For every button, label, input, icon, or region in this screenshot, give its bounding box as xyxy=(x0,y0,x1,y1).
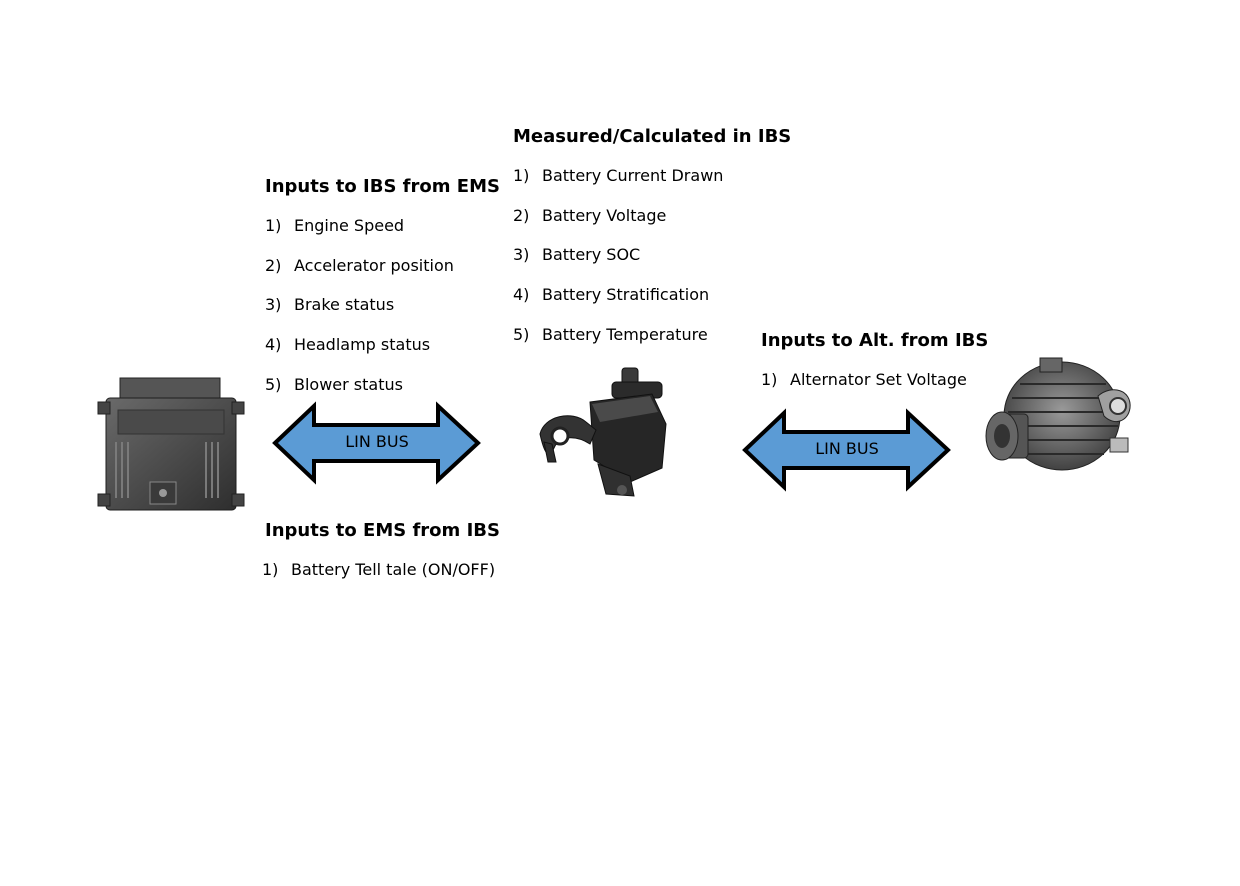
ibs-sensor-image xyxy=(539,367,667,497)
ems-from-ibs-heading: Inputs to EMS from IBS xyxy=(265,520,500,541)
lin-bus-label-left: LIN BUS xyxy=(345,432,409,451)
ems-inputs-heading: Inputs to IBS from EMS xyxy=(265,176,500,197)
lin-bus-label-right: LIN BUS xyxy=(815,439,879,458)
lin-bus-arrow-left: LIN BUS xyxy=(272,401,481,485)
ems-ecu-image xyxy=(97,377,245,511)
alt-inputs-heading: Inputs to Alt. from IBS xyxy=(761,330,989,351)
ibs-measured-heading: Measured/Calculated in IBS xyxy=(513,126,792,147)
alt-inputs-block: Inputs to Alt. from IBS 1)Alternator Set… xyxy=(761,330,991,400)
ems-inputs-block: Inputs to IBS from EMS 1)Engine Speed 2)… xyxy=(265,176,505,406)
ibs-measured-block: Measured/Calculated in IBS 1)Battery Cur… xyxy=(513,126,792,344)
alternator-image xyxy=(985,357,1131,471)
ems-from-ibs-block: Inputs to EMS from IBS 1)Battery Tell ta… xyxy=(262,520,500,579)
lin-bus-arrow-right: LIN BUS xyxy=(742,408,951,492)
